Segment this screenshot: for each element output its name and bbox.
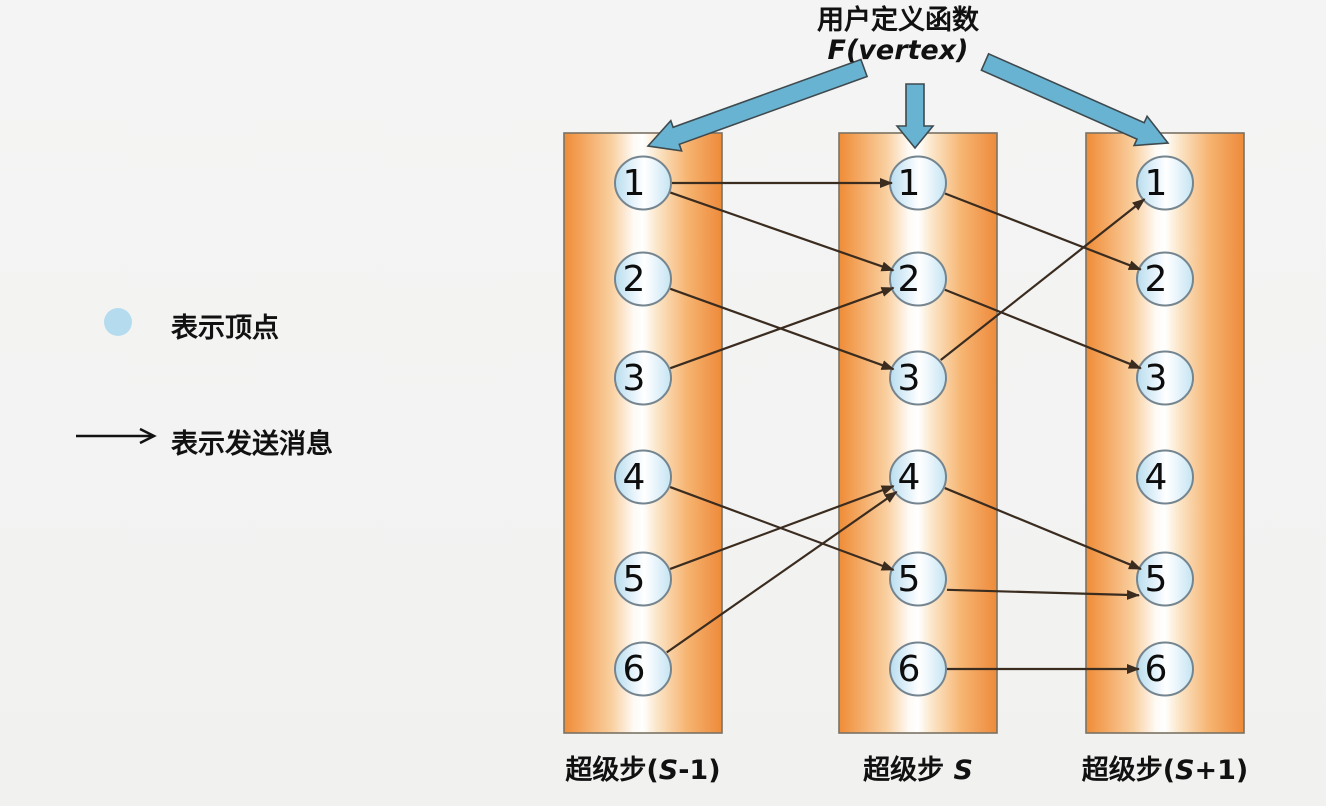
vertex-number-col0-v5: 5 bbox=[623, 559, 646, 600]
label-prefix: 超级步( bbox=[1081, 755, 1176, 786]
vertex-circle-col2-v2 bbox=[1136, 251, 1194, 307]
legend-vertex-icon bbox=[104, 308, 132, 336]
label-s-var: S bbox=[953, 755, 973, 786]
vertex-number-col1-v1: 1 bbox=[898, 163, 921, 204]
vertex-number-col0-v4: 4 bbox=[623, 457, 646, 498]
vertex-number-col0-v1: 1 bbox=[623, 163, 646, 204]
label-s-var: S bbox=[658, 755, 679, 786]
vertex-number-col1-v6: 6 bbox=[898, 649, 921, 690]
vertex-circle-col0-v6 bbox=[614, 641, 672, 697]
udf-arrows-group bbox=[646, 52, 1170, 152]
message-arrow-5to5-step1 bbox=[946, 588, 1141, 600]
title-fvertex-text: F(vertex) bbox=[827, 35, 969, 66]
vertex-circle-col1-v3 bbox=[889, 350, 947, 406]
superstep-column-1 bbox=[838, 132, 998, 734]
message-arrow-2to3-step1 bbox=[944, 288, 1142, 370]
vertex-number-col2-v1: 1 bbox=[1145, 163, 1168, 204]
vertex-circle-col2-v1 bbox=[1136, 155, 1194, 211]
vertex-circle-col0-v4 bbox=[614, 449, 672, 505]
vertex-circle-col0-v1 bbox=[614, 155, 672, 211]
vertex-circle-col1-v5 bbox=[889, 551, 947, 607]
vertex-number-col1-v2: 2 bbox=[898, 259, 921, 300]
message-arrow-1to2-step1 bbox=[944, 192, 1142, 271]
vertex-circle-col2-v4 bbox=[1136, 449, 1194, 505]
message-arrow-4to5-step1 bbox=[944, 487, 1142, 571]
label-prefix: 超级步( bbox=[565, 755, 659, 786]
message-arrow-1to2-step0 bbox=[670, 191, 895, 272]
udf-arrow-center bbox=[895, 83, 935, 150]
message-arrow-3to1-step1 bbox=[940, 198, 1146, 361]
vertex-circle-col1-v2 bbox=[889, 251, 947, 307]
legend-arrow-icon bbox=[76, 427, 157, 445]
label-suffix: -1) bbox=[678, 755, 721, 786]
vertex-number-col2-v3: 3 bbox=[1145, 358, 1168, 399]
vertex-number-col2-v6: 6 bbox=[1145, 649, 1168, 690]
vertex-circle-col1-v6 bbox=[889, 641, 947, 697]
vertex-circle-col0-v2 bbox=[614, 251, 672, 307]
message-arrow-5to4-step0 bbox=[669, 485, 895, 570]
legend-vertex-label: 表示顶点 bbox=[171, 313, 279, 344]
vertex-number-col2-v4: 4 bbox=[1145, 457, 1168, 498]
vertex-number-col0-v6: 6 bbox=[623, 649, 646, 690]
vertex-circle-col0-v3 bbox=[614, 350, 672, 406]
vertex-number-col1-v4: 4 bbox=[898, 457, 921, 498]
message-arrow-6to4-step0 bbox=[666, 490, 898, 654]
vertex-number-col1-v5: 5 bbox=[898, 559, 921, 600]
vertex-number-col1-v3: 3 bbox=[898, 358, 921, 399]
label-prefix: 超级步 bbox=[863, 755, 954, 786]
udf-arrow-right bbox=[980, 52, 1170, 147]
vertex-circle-col0-v5 bbox=[614, 551, 672, 607]
superstep-label-s-plus-1: 超级步(S+1) bbox=[1082, 748, 1249, 787]
vertex-circle-col2-v5 bbox=[1136, 551, 1194, 607]
vertex-number-col0-v3: 3 bbox=[623, 358, 646, 399]
vertex-number-col2-v2: 2 bbox=[1145, 259, 1168, 300]
udf-arrow-left bbox=[646, 58, 869, 152]
vertex-circle-col1-v4 bbox=[889, 449, 947, 505]
label-suffix: +1) bbox=[1194, 755, 1249, 786]
vertex-number-col0-v2: 2 bbox=[623, 259, 646, 300]
label-s-var: S bbox=[1175, 755, 1195, 786]
superstep-label-s: 超级步 S bbox=[863, 748, 973, 787]
superstep-label-s-minus-1: 超级步(S-1) bbox=[565, 748, 720, 787]
diagram-title: 用户定义函数 F(vertex) bbox=[817, 6, 979, 66]
message-arrow-3to2-step0 bbox=[669, 286, 895, 370]
title-udf-text: 用户定义函数 bbox=[817, 5, 979, 36]
legend-message-label: 表示发送消息 bbox=[171, 429, 333, 460]
vertex-number-col2-v5: 5 bbox=[1145, 559, 1168, 600]
superstep-column-2 bbox=[1085, 132, 1245, 734]
vertex-circle-col2-v3 bbox=[1136, 350, 1194, 406]
